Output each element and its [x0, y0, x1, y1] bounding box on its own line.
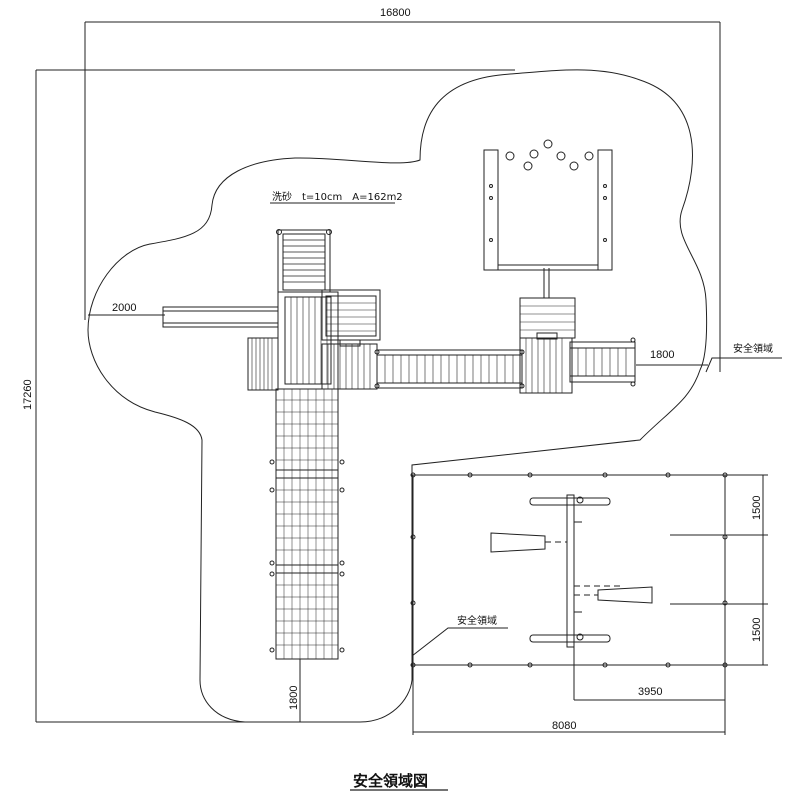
swing-safety-area: [412, 474, 726, 666]
sand-note: 洗砂 t=10cm A=162m2: [272, 190, 403, 203]
bridge: [376, 349, 523, 389]
swing-lower-label: 1500: [751, 618, 763, 642]
safety-leader-right: [705, 357, 782, 373]
swing-half-width-label: 3950: [638, 686, 662, 698]
swing-seat-upper: [490, 532, 546, 553]
swing-width-label: 8080: [552, 720, 576, 732]
swing-set: [410, 472, 768, 735]
safety-area-label-bottom: 安全領域: [457, 614, 497, 627]
overall-height-label: 17260: [22, 379, 34, 410]
safety-area-label-right: 安全領域: [733, 342, 773, 355]
rings-frame: [483, 139, 613, 271]
bottom-clearance-label: 1800: [288, 686, 300, 710]
safety-leader-bottom: [411, 627, 508, 657]
play-structure: [162, 139, 636, 722]
slide: [162, 306, 279, 328]
slide-clearance-label: 2000: [112, 302, 136, 314]
right-clearance-label: 1800: [650, 349, 674, 361]
swing-upper-label: 1500: [751, 496, 763, 520]
drawing-title: 安全領域図: [353, 772, 428, 790]
swing-seat-lower: [597, 586, 653, 604]
safety-area-boundary: [87, 69, 708, 723]
overall-width-dimension: [84, 21, 721, 372]
overall-width-label: 16800: [380, 7, 411, 19]
climbing-net: [269, 388, 345, 660]
